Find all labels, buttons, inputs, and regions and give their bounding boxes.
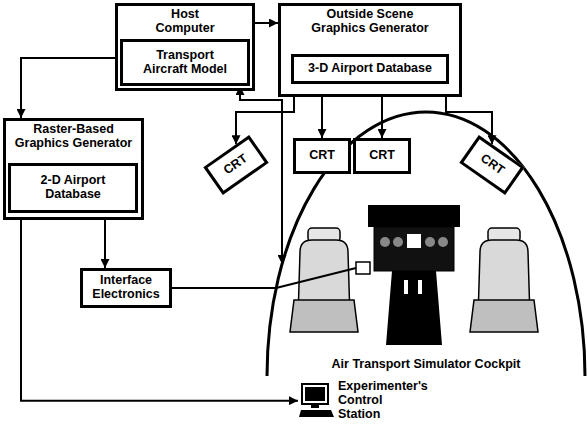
screen bbox=[305, 387, 325, 401]
box-label: CRT bbox=[369, 149, 395, 163]
signal-arrow bbox=[381, 97, 383, 138]
box-label: 3-D Airport Database bbox=[308, 62, 432, 76]
stand bbox=[311, 404, 319, 408]
monitor bbox=[302, 384, 328, 404]
graphics-generator-box: Outside Scene Graphics Generator 3-D Airp… bbox=[278, 3, 462, 97]
crt-monitor: CRT bbox=[293, 138, 351, 174]
crt-monitor: CRT bbox=[353, 138, 411, 174]
box-label: Transport Aircraft Model bbox=[135, 49, 235, 77]
interface-box: Interface Electronics bbox=[80, 268, 172, 308]
seat-cushion bbox=[470, 300, 538, 332]
instrument bbox=[438, 237, 448, 247]
graphics-generator-box: Raster-Based Graphics Generator 2-D Airpo… bbox=[3, 118, 144, 220]
database-box: 3-D Airport Database bbox=[291, 54, 449, 84]
signal-arrow bbox=[255, 22, 278, 24]
station-label: Experimenter's Control Station bbox=[338, 380, 428, 421]
signal-wire bbox=[276, 268, 356, 288]
signal-arrow bbox=[321, 97, 323, 138]
crt-monitor: CRT bbox=[459, 135, 524, 195]
box-heading: Host Computer bbox=[155, 8, 214, 36]
instrument-panel bbox=[374, 227, 454, 271]
database-box: 2-D Airport Database bbox=[8, 163, 138, 213]
box-label: CRT bbox=[478, 152, 507, 178]
box-heading: Outside Scene Graphics Generator bbox=[303, 8, 438, 36]
first-officer-seat bbox=[470, 228, 538, 332]
control-station: Experimenter's Control Station bbox=[298, 380, 428, 421]
throttle-lever bbox=[418, 280, 422, 294]
signal-arrow bbox=[21, 58, 115, 118]
box-label: CRT bbox=[222, 152, 251, 178]
signal-arrow bbox=[21, 220, 298, 401]
cockpit-display bbox=[356, 262, 370, 274]
throttle-lever bbox=[404, 280, 408, 294]
glareshield bbox=[368, 205, 460, 227]
cockpit-label: Air Transport Simulator Cockpit bbox=[332, 358, 521, 372]
box-label: CRT bbox=[309, 149, 335, 163]
seat-cushion bbox=[290, 300, 358, 332]
crt-monitor: CRT bbox=[203, 135, 268, 195]
box-label: 2-D Airport Database bbox=[33, 174, 113, 202]
box-heading: Raster-Based Graphics Generator bbox=[11, 123, 136, 151]
instrument bbox=[393, 237, 403, 247]
display bbox=[407, 234, 421, 248]
instrument bbox=[425, 237, 435, 247]
instrument bbox=[380, 237, 390, 247]
model-box: Transport Aircraft Model bbox=[120, 39, 250, 86]
captain-seat bbox=[290, 228, 358, 332]
pedestal bbox=[386, 271, 442, 345]
computer-icon bbox=[299, 384, 334, 417]
host-computer-box: Host ComputerTransport Aircraft Model bbox=[115, 3, 255, 91]
dome-arc bbox=[267, 112, 585, 376]
keyboard bbox=[299, 410, 334, 417]
signal-arrow bbox=[172, 287, 276, 289]
flight-console bbox=[356, 205, 460, 345]
box-label: Interface Electronics bbox=[92, 274, 159, 302]
signal-arrow bbox=[104, 220, 106, 268]
